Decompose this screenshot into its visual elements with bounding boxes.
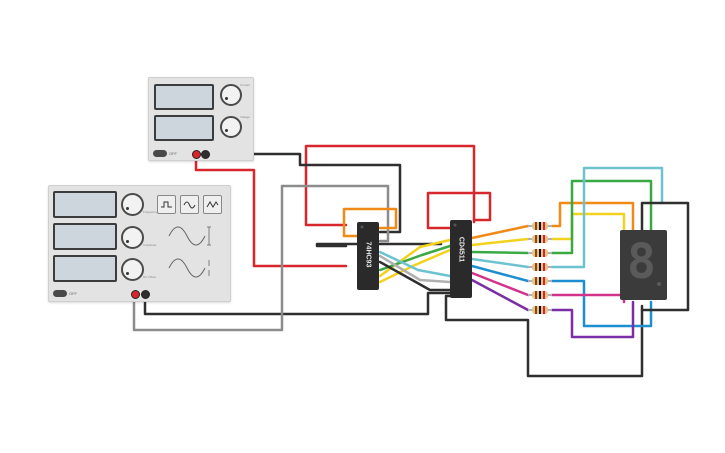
resistor-array [528, 222, 552, 314]
triangle-wave-button[interactable] [203, 195, 222, 214]
resistor[interactable] [528, 277, 552, 285]
wire-lightblue-r4[interactable] [470, 257, 530, 269]
resistor[interactable] [528, 263, 552, 271]
wire-magenta-disp[interactable] [550, 293, 626, 304]
wire-magenta-r6[interactable] [470, 271, 530, 297]
decimal-point [657, 282, 661, 286]
chip-pins [453, 223, 457, 227]
power-toggle-label: OFF [169, 151, 177, 156]
seven-segment-digit: 8 [627, 234, 656, 290]
wire-black-bottom[interactable] [444, 294, 644, 378]
offset-display [53, 255, 117, 282]
power-supply[interactable]: Current Voltage OFF [148, 77, 254, 161]
offset-label: DC Offset [143, 275, 157, 279]
resistor[interactable] [528, 235, 552, 243]
negative-terminal[interactable] [201, 150, 210, 159]
sine-wave-button[interactable] [180, 195, 199, 214]
wire-black-chip1-chip2[interactable] [315, 242, 443, 248]
current-label: Current [240, 83, 251, 87]
wire-yellow-disp[interactable] [550, 212, 626, 241]
wire-lightblue[interactable] [378, 250, 452, 278]
frequency-display [53, 191, 117, 218]
wire-green-disp[interactable] [550, 179, 653, 255]
current-knob[interactable] [220, 84, 242, 106]
chip-cd4511[interactable]: CD4511 [450, 220, 472, 298]
voltage-display [154, 115, 214, 141]
amplitude-label: Amplitude [143, 243, 157, 247]
fg-power-toggle[interactable] [53, 290, 67, 297]
wire-black-fg[interactable] [143, 291, 452, 316]
voltage-knob[interactable] [220, 116, 242, 138]
square-wave-icon [161, 201, 172, 208]
wires-layer [132, 144, 690, 378]
chip1-label: 74HC93 [364, 241, 372, 268]
positive-terminal[interactable] [192, 150, 201, 159]
square-wave-button[interactable] [157, 195, 176, 214]
wire-purple-r7[interactable] [470, 278, 530, 312]
current-display [154, 84, 214, 110]
amplitude-display [53, 223, 117, 250]
wire-green-r3[interactable] [470, 250, 530, 255]
voltage-label: Voltage [240, 115, 251, 119]
wire-blue-r5[interactable] [470, 264, 530, 283]
wire-red-supply[interactable] [194, 152, 348, 268]
wire-black-supply[interactable] [203, 152, 402, 234]
resistor[interactable] [528, 249, 552, 257]
offset-wave-icon [168, 258, 210, 278]
wire-orange-chip1[interactable] [342, 207, 398, 238]
chip2-label: CD4511 [457, 236, 465, 263]
frequency-knob[interactable] [121, 193, 144, 216]
wire-gray-fg[interactable] [132, 184, 390, 332]
amplitude-knob[interactable] [121, 226, 144, 249]
wire-red-chip2-loop[interactable] [426, 191, 492, 230]
offset-knob[interactable] [121, 258, 144, 281]
wire-red-top-loop[interactable] [304, 144, 476, 227]
fg-negative-terminal[interactable] [141, 290, 150, 299]
fg-positive-terminal[interactable] [131, 290, 140, 299]
chip-pins [360, 225, 364, 229]
wire-black-cross[interactable] [378, 260, 452, 292]
function-generator[interactable]: Frequency Amplitude DC Offset OFF [48, 185, 231, 302]
wire-black-display[interactable] [640, 201, 690, 312]
triangle-wave-icon [206, 201, 219, 208]
wire-blue-disp[interactable] [550, 279, 653, 328]
sine-wave-icon [183, 201, 196, 209]
wire-yellow-r2[interactable] [470, 237, 530, 247]
frequency-label: Frequency [143, 210, 158, 214]
wire-yellow-2[interactable] [378, 248, 452, 284]
fg-toggle-label: OFF [69, 291, 77, 296]
wire-orange-r1[interactable] [470, 224, 530, 240]
wire-purple-disp[interactable] [550, 300, 635, 339]
wire-gray-cross[interactable] [378, 254, 452, 284]
wire-orange-disp[interactable] [550, 201, 635, 234]
resistor[interactable] [528, 222, 552, 230]
chip-74hc93[interactable]: 74HC93 [357, 222, 379, 290]
resistor[interactable] [528, 306, 552, 314]
seven-segment-display[interactable]: 8 [620, 230, 667, 300]
power-toggle[interactable] [153, 150, 167, 157]
amplitude-wave-icon [168, 226, 211, 246]
resistor[interactable] [528, 291, 552, 299]
